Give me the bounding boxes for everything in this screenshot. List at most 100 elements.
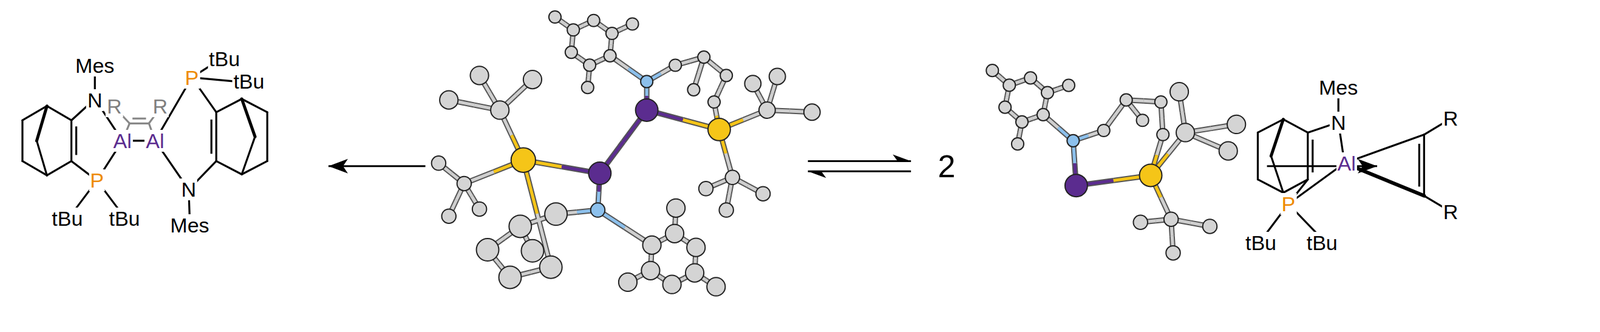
atom-ball [588, 162, 611, 185]
bond-line [1270, 119, 1284, 157]
atom-ball [472, 202, 487, 217]
atom-ball [665, 224, 684, 243]
atom-ball [605, 27, 619, 40]
atom-ball [642, 236, 661, 255]
bond-line [70, 120, 73, 161]
bond-line [132, 117, 146, 120]
atom-ball [583, 58, 596, 72]
bond-line [1283, 179, 1308, 194]
bond-line [129, 122, 149, 125]
atom-ball [725, 170, 740, 186]
arrow-head [328, 159, 348, 174]
atom-ball [1133, 214, 1148, 230]
atom-ball [1139, 163, 1163, 187]
atom-label: tBu [50, 207, 84, 230]
bond-line [21, 120, 24, 161]
atom-ball [581, 81, 594, 94]
bond-line [216, 160, 242, 175]
atom-ball [1136, 114, 1149, 127]
atom-ball [708, 95, 721, 109]
atom-label: Mes [74, 54, 116, 77]
atom-ball [1156, 128, 1169, 141]
atom-ball [604, 49, 617, 62]
bond-line [75, 126, 78, 155]
atom-ball [565, 46, 578, 59]
atom-ball [769, 68, 786, 86]
atom-ball [998, 101, 1012, 114]
atom-ball [469, 66, 489, 85]
bond-line [36, 140, 47, 176]
bond-line [46, 160, 72, 176]
atom-label: P [88, 169, 106, 192]
bond-line [36, 106, 47, 141]
atom-ball [520, 239, 544, 263]
atom-ball [687, 83, 700, 96]
atom-ball [697, 51, 710, 64]
bond-line [1311, 139, 1314, 173]
atom-ball [744, 75, 761, 92]
atom-ball [635, 98, 659, 122]
bond-line [266, 112, 269, 162]
atom-ball [706, 277, 726, 296]
atom-ball [439, 91, 458, 110]
atom-label: tBu [1305, 231, 1339, 254]
atom-label: N [86, 89, 104, 112]
atom-label: R [105, 95, 124, 118]
bond-line [1423, 134, 1426, 197]
arrow-head [892, 154, 911, 161]
atom-ball [1041, 86, 1054, 99]
arrow-shaft [808, 160, 912, 163]
atom-label: P [1280, 193, 1297, 215]
atom-ball [587, 14, 600, 27]
atom-ball [708, 118, 731, 141]
atom-ball [1015, 115, 1029, 129]
bond-line [1270, 156, 1284, 193]
atom-ball [698, 181, 714, 197]
bond-line [241, 136, 256, 175]
atom-label: tBu [1244, 231, 1278, 254]
atom-ball [431, 156, 447, 171]
atom-ball [759, 102, 776, 119]
bond-line [1306, 132, 1309, 180]
atom-ball [1176, 123, 1195, 142]
atom-label: tBu [231, 70, 266, 93]
atom-ball [548, 10, 562, 24]
atom-ball [1065, 174, 1088, 197]
atom-ball [685, 263, 704, 282]
bond-line [215, 112, 218, 162]
atom-label: R [1442, 107, 1460, 130]
atom-ball [1202, 219, 1218, 234]
bond-line [216, 98, 242, 113]
atom-ball [666, 199, 685, 218]
arrow-shaft [808, 170, 912, 173]
atom-label: Mes [168, 214, 211, 237]
atom-ball [1062, 79, 1075, 92]
bond-line [241, 98, 256, 137]
atom-ball [669, 58, 682, 72]
atom-ball [441, 208, 457, 224]
atom-ball [476, 238, 500, 262]
atom-ball [508, 214, 532, 238]
atom-label: N [180, 178, 198, 201]
arrow-shaft [1267, 165, 1378, 167]
atom-ball [1011, 137, 1024, 150]
atom-ball [755, 186, 771, 201]
bond-line [210, 119, 213, 154]
atom-ball [663, 275, 682, 294]
atom-ball [567, 23, 580, 36]
bond-line [1418, 143, 1421, 188]
atom-ball [1097, 124, 1110, 137]
atom-ball [499, 265, 522, 289]
atom-ball [640, 75, 653, 88]
skeletal-structures [22, 63, 1445, 233]
atom-ball [686, 238, 705, 257]
atom-ball [1164, 211, 1179, 227]
atom-label: tBu [207, 47, 242, 70]
atom-ball [1037, 108, 1050, 121]
atom-ball [626, 17, 639, 30]
bond-line [1283, 119, 1308, 133]
atom-label: R [151, 95, 169, 118]
atom-ball [618, 273, 637, 292]
atom-ball [1024, 71, 1037, 84]
bond-line [1256, 132, 1259, 180]
